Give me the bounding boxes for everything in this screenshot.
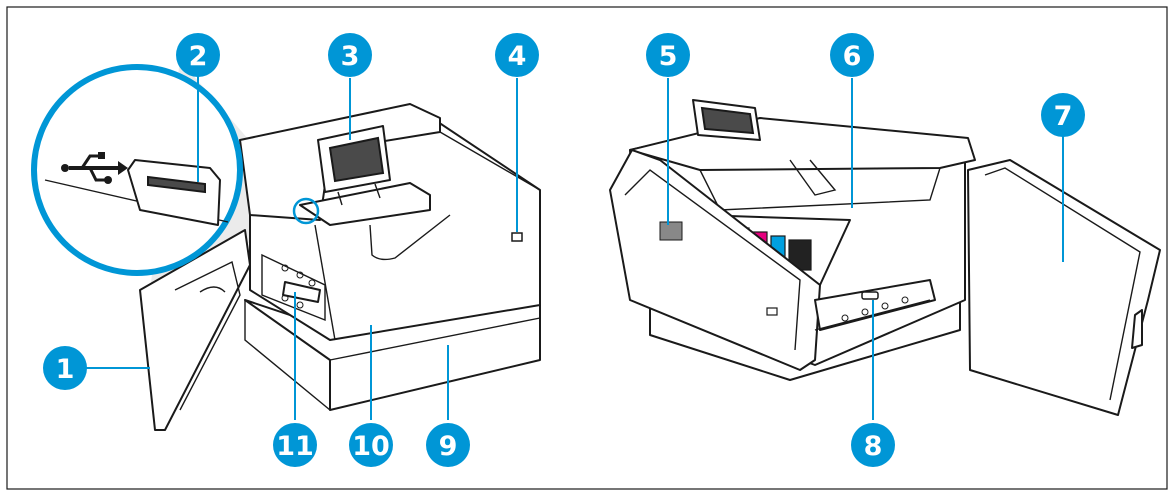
callout-label: 10 bbox=[352, 431, 390, 462]
usb-port-marker bbox=[292, 197, 320, 225]
callout-label: 7 bbox=[1054, 101, 1073, 132]
callout-label: 2 bbox=[189, 41, 208, 72]
callout-11: 11 bbox=[273, 423, 317, 467]
collection-unit-right bbox=[814, 279, 936, 331]
control-panel-screen-right bbox=[700, 106, 755, 135]
control-panel-screen bbox=[328, 136, 385, 183]
callout-8: 8 bbox=[851, 423, 895, 467]
callout-label: 6 bbox=[843, 41, 862, 72]
figure-frame bbox=[6, 6, 1168, 490]
callout-2: 2 bbox=[176, 33, 220, 77]
power-button bbox=[511, 232, 523, 242]
printer-front-view bbox=[31, 60, 541, 431]
callout-label: 5 bbox=[659, 41, 678, 72]
callout-label: 8 bbox=[864, 431, 883, 462]
callout-label: 1 bbox=[56, 354, 75, 385]
callout-label: 9 bbox=[439, 431, 458, 462]
callout-10: 10 bbox=[349, 423, 393, 467]
output-tray bbox=[299, 182, 431, 226]
callout-7: 7 bbox=[1041, 93, 1085, 137]
collection-unit-release bbox=[282, 281, 321, 303]
printer-open-view bbox=[609, 99, 1161, 416]
callout-4: 4 bbox=[495, 33, 539, 77]
door-label-panel bbox=[659, 221, 683, 241]
callout-9: 9 bbox=[426, 423, 470, 467]
callout-label: 11 bbox=[276, 431, 314, 462]
usb-icon bbox=[61, 152, 128, 184]
callout-leaders bbox=[80, 70, 1064, 420]
callout-label: 4 bbox=[508, 41, 527, 72]
top-cover-right bbox=[629, 117, 976, 171]
left-door bbox=[139, 229, 251, 431]
usb-port-slot bbox=[147, 175, 206, 194]
callout-5: 5 bbox=[646, 33, 690, 77]
collection-unit-latch bbox=[861, 291, 879, 300]
callout-6: 6 bbox=[830, 33, 874, 77]
right-door-open bbox=[967, 159, 1161, 416]
callout-label: 3 bbox=[341, 41, 360, 72]
callout-1: 1 bbox=[43, 346, 87, 390]
door-latch bbox=[766, 307, 778, 316]
collection-unit bbox=[261, 253, 326, 322]
callout-3: 3 bbox=[328, 33, 372, 77]
